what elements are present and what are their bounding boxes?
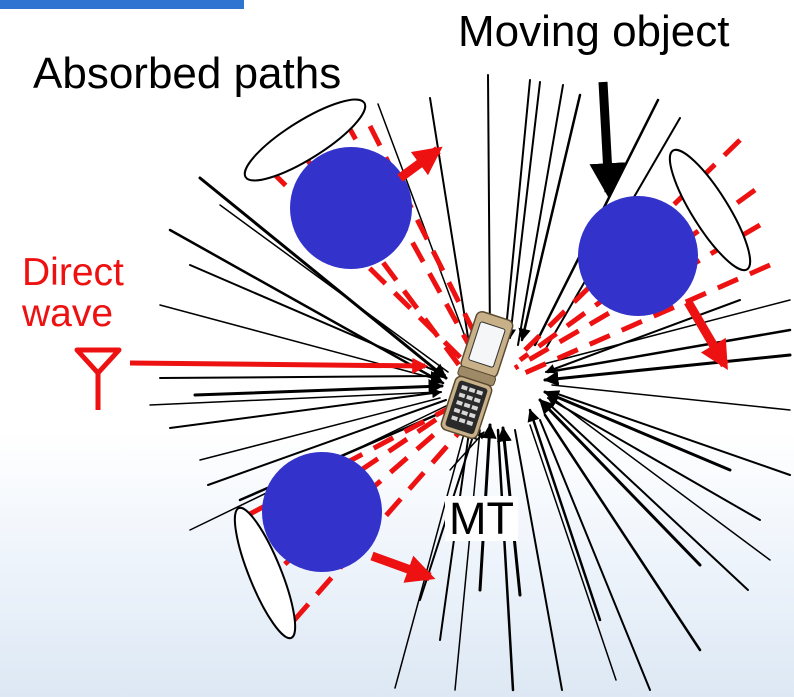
scattered-path-line [394, 429, 466, 689]
scattered-path-line [504, 79, 531, 341]
scattered-path-line [543, 413, 702, 652]
scattered-path-line [539, 299, 791, 366]
scattered-path-line [554, 399, 771, 561]
scattered-path-line [514, 429, 563, 691]
scattered-path-line [189, 264, 446, 376]
multipath-arrow-line [449, 431, 485, 471]
scattered-path-line [454, 429, 481, 691]
scattered-path-line [529, 424, 617, 681]
scattered-paths [149, 74, 792, 692]
multipath-arrow-line [159, 371, 441, 382]
scattered-path-line [546, 328, 792, 374]
multipath-arrow-line [543, 390, 732, 472]
flip-phone-icon [440, 310, 514, 440]
moving-object-pointer [589, 81, 626, 200]
moving-object-circle [262, 452, 382, 572]
scattered-path-line [551, 391, 791, 476]
multipath-arrow-line [168, 228, 445, 385]
scattered-path-line [207, 399, 447, 486]
absorbed-paths-label: Absorbed paths [33, 49, 342, 98]
mt-label: MT [445, 496, 518, 541]
multipath-arrow-line [169, 388, 442, 429]
multipath-arrow-line [538, 398, 702, 567]
multipath-arrow-line [193, 378, 444, 397]
shadow-ellipse [233, 506, 297, 640]
scattered-path-line [159, 304, 441, 381]
scattered-path-line [149, 391, 441, 406]
multipath-arrow-line [506, 81, 541, 339]
scattered-path-line [199, 397, 441, 461]
title-bar-fragment [0, 0, 244, 9]
scattered-path-line [539, 419, 651, 691]
shadow-ellipses [233, 98, 752, 640]
moving-object-circle [578, 196, 698, 316]
multipath-arrow-line [518, 93, 582, 342]
shadow-ellipse [243, 98, 367, 182]
direct-wave-label-line1: Direct [22, 251, 124, 294]
antenna-icon [74, 347, 122, 410]
multipath-arrow-line [547, 397, 761, 521]
scattered-path-line [551, 384, 791, 411]
shadow-ellipse [668, 148, 752, 272]
moving-object-circle [290, 147, 412, 269]
multipath-arrow-line [543, 353, 792, 387]
moving-object-label: Moving object [458, 7, 730, 56]
scattered-path-line [517, 84, 564, 346]
scattered-path-line [377, 103, 471, 351]
direct-wave-arrow [129, 357, 429, 374]
multipath-arrow-line [545, 299, 741, 374]
multipath-arrow-line [527, 408, 602, 622]
moving-objects [262, 147, 698, 572]
scattered-path-line [429, 97, 471, 351]
direct-wave-label-line2: wave [22, 292, 114, 335]
scattered-path-line [549, 404, 749, 591]
scattered-path-line [487, 74, 491, 341]
movement-arrows [370, 146, 729, 583]
scattered-path-line [496, 428, 515, 692]
multipath-arrow-line [198, 176, 448, 380]
